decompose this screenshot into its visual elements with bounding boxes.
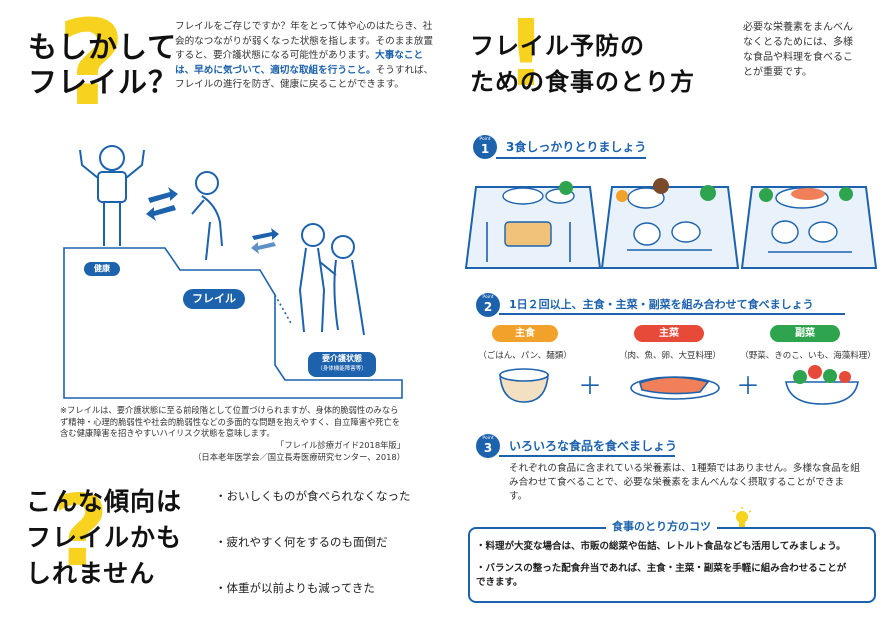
point-2-badge: Point 2 bbox=[476, 293, 500, 317]
point-word: Point bbox=[479, 137, 491, 142]
side-dish-caption: （野菜、きのこ、いも、海藻料理） bbox=[740, 351, 876, 361]
side-dish-pill: 副菜 bbox=[770, 325, 840, 342]
frail-person-figure bbox=[191, 171, 223, 261]
left-title: もしかして フレイル？ bbox=[28, 30, 178, 101]
staple-caption: （ごはん、パン、麺類） bbox=[478, 351, 572, 361]
exclamation-decoration: ! bbox=[505, 0, 547, 107]
trend-item-3: ・体重が以前よりも減ってきた bbox=[215, 581, 375, 595]
question-mark-decoration: ? bbox=[57, 0, 126, 132]
frail-label: フレイル bbox=[192, 292, 236, 305]
trend-title: こんな傾向は フレイルかも しれません bbox=[26, 484, 182, 592]
intro-emphasis: 大事なことは、早めに気づいて、適切な取組を行うこと。 bbox=[175, 50, 424, 76]
point-2-underline bbox=[499, 313, 845, 315]
point-3-heading: いろいろな食品を食べましょう bbox=[509, 439, 678, 453]
point-1-number: 1 bbox=[480, 142, 490, 156]
healthy-label: 健康 bbox=[94, 264, 110, 273]
left-title-line2: フレイル？ bbox=[28, 65, 179, 100]
intro-text-1: フレイルをご存じですか？年をとって体や心のはたらき、社会的なつながりが弱くなった… bbox=[175, 21, 434, 61]
care-label: 要介護状態 bbox=[322, 354, 362, 363]
tip-item-1: ・料理が大変な場合は、市販の総菜や缶詰、レトルト食品なども活用してみましょう。 bbox=[476, 541, 846, 552]
point-word-3: Point bbox=[482, 436, 494, 441]
question-mark-decoration-2: ? bbox=[52, 475, 109, 589]
point-1-heading: 3食しっかりとりましょう bbox=[506, 140, 647, 154]
point-1-badge: Point 1 bbox=[473, 135, 497, 159]
source-line1: 「フレイル診療ガイド2018年版」 bbox=[276, 440, 405, 450]
frailty-note: ※フレイルは、要介護状態に至る前段階として位置づけられますが、身体的脆弱性のみな… bbox=[60, 405, 401, 438]
point-3-badge: Point 3 bbox=[476, 434, 500, 458]
trend-title-line3: しれません bbox=[26, 559, 156, 588]
right-title-line2: ための食事のとり方 bbox=[470, 68, 695, 96]
plus-sign-1: ＋ bbox=[578, 372, 602, 400]
right-side-note: 必要な栄養素をまんべんなくとるためには、多様な食品や料理を食べることが重要です。 bbox=[743, 22, 853, 78]
source-citation: 「フレイル診療ガイド2018年版」 （日本老年医学会／国立長寿医療研究センター、… bbox=[140, 440, 405, 463]
point-3-body: それぞれの食品に含まれている栄養素は、1種類ではありません。多様な食品を組み合わ… bbox=[509, 463, 860, 502]
tips-title-text: 食事のとり方のコツ bbox=[612, 520, 711, 533]
frail-badge: フレイル bbox=[183, 289, 245, 309]
plus-sign-2: ＋ bbox=[736, 372, 760, 400]
point-3-underline bbox=[499, 455, 675, 457]
left-intro: フレイルをご存じですか？年をとって体や心のはたらき、社会的なつながりが弱くなった… bbox=[175, 20, 437, 93]
trend-item-2: ・疲れやすく何をするのも面倒だ bbox=[215, 535, 388, 549]
point-1-underline bbox=[496, 157, 646, 159]
transition-arrows bbox=[146, 187, 279, 254]
lightbulb-icon bbox=[732, 507, 752, 527]
main-dish-pill: 主菜 bbox=[634, 325, 704, 342]
trend-title-line2: フレイルかも bbox=[26, 523, 183, 552]
point-word-2: Point bbox=[482, 295, 494, 300]
left-title-line1: もしかして bbox=[28, 30, 178, 64]
care-person-figures bbox=[298, 223, 365, 336]
tip-item-2: ・バランスの整った配食弁当であれば、主食・主菜・副菜を手軽に組み合わせることがで… bbox=[476, 563, 847, 588]
care-badge: 要介護状態 （身体機能障害等） bbox=[308, 352, 376, 377]
care-sublabel: （身体機能障害等） bbox=[317, 366, 367, 372]
right-title: フレイル予防の ための食事のとり方 bbox=[470, 28, 695, 100]
trend-item-1: ・おいしくものが食べられなくなった bbox=[215, 489, 411, 503]
right-title-line1: フレイル予防の bbox=[470, 32, 645, 60]
intro-text-2: そうすれば、フレイルの進行を防ぎ、健康に戻ることができます。 bbox=[175, 64, 434, 91]
source-line2: （日本老年医学会／国立長寿医療研究センター、2018） bbox=[193, 451, 405, 462]
point-2-heading: 1日２回以上、主食・主菜・副菜を組み合わせて食べましょう bbox=[509, 298, 814, 311]
staple-pill: 主食 bbox=[492, 325, 558, 342]
healthy-person-figure bbox=[79, 145, 145, 246]
point-3-number: 3 bbox=[483, 441, 493, 455]
tips-title: 食事のとり方のコツ bbox=[606, 518, 717, 534]
point-2-number: 2 bbox=[483, 300, 493, 314]
trend-title-line1: こんな傾向は bbox=[26, 487, 183, 516]
main-dish-caption: （肉、魚、卵、大豆料理） bbox=[618, 351, 721, 361]
healthy-badge: 健康 bbox=[84, 262, 120, 276]
